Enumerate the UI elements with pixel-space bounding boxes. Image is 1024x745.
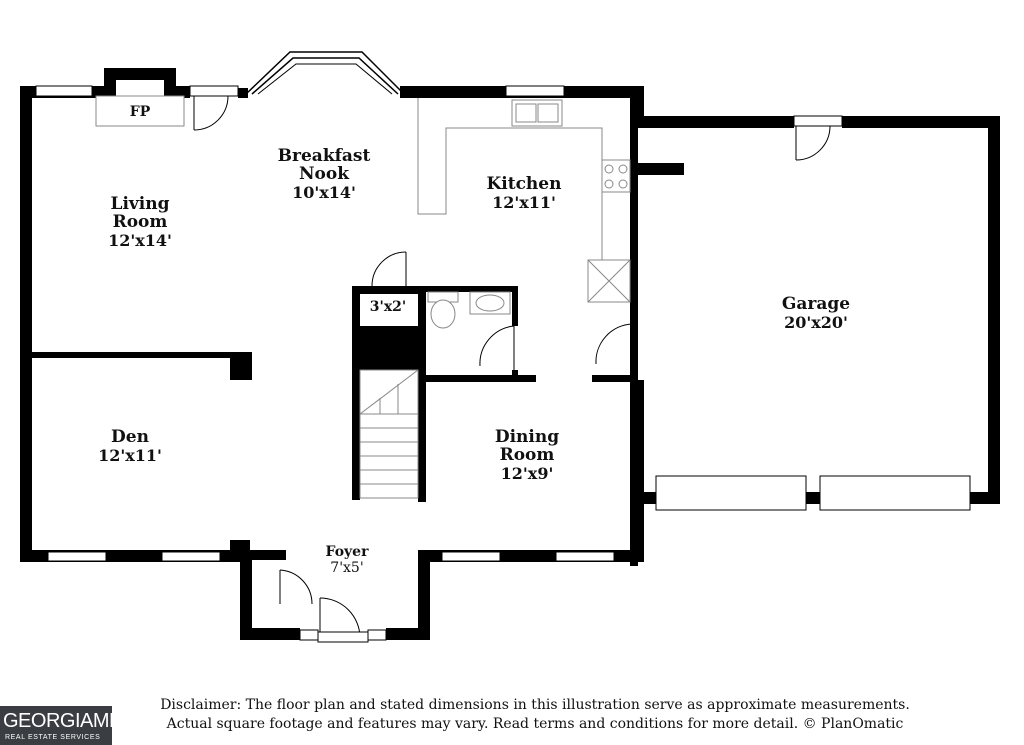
living-room-name-line2: Room (113, 212, 168, 232)
room-label-garage: Garage 20'x20' (782, 294, 850, 332)
breakfast-nook-dims: 10'x14' (292, 183, 356, 202)
logo-word: GEORGIAMLS (3, 710, 133, 732)
dining-room-name-line1: Dining (495, 427, 559, 447)
kitchen-dims: 12'x11' (492, 193, 556, 212)
fireplace (95, 95, 185, 127)
breakfast-nook-name-line1: Breakfast (278, 146, 371, 166)
room-label-fireplace: FP (130, 104, 151, 120)
closet-dims: 3'x2' (370, 299, 406, 315)
disclaimer: Disclaimer: The floor plan and stated di… (130, 696, 940, 734)
bay-window (245, 51, 405, 95)
bath-fixtures (427, 291, 511, 329)
room-label-breakfast: Breakfast Nook 10'x14' (278, 146, 371, 202)
doors (189, 85, 843, 643)
room-label-kitchen: Kitchen 12'x11' (487, 174, 562, 212)
room-label-living: Living Room 12'x14' (108, 194, 172, 250)
disclaimer-line1: Disclaimer: The floor plan and stated di… (160, 697, 910, 713)
kitchen-counters (417, 98, 631, 303)
garage-dims: 20'x20' (784, 313, 848, 332)
living-room-dims: 12'x14' (108, 231, 172, 250)
logo-tagline: REAL ESTATE SERVICES (5, 734, 101, 741)
kitchen-name: Kitchen (487, 174, 562, 194)
walls (20, 68, 1000, 640)
garage-name: Garage (782, 294, 850, 314)
georgiamls-logo: GEORGIAMLS REAL ESTATE SERVICES (0, 706, 133, 745)
dining-room-name-line2: Room (500, 445, 555, 465)
room-label-closet: 3'x2' (370, 299, 406, 315)
windows (35, 85, 971, 641)
stairs (359, 369, 419, 499)
den-dims: 12'x11' (98, 446, 162, 465)
living-room-name-line1: Living (111, 194, 170, 214)
dining-room-dims: 12'x9' (501, 464, 554, 483)
foyer-dims: 7'x5' (330, 560, 363, 576)
room-label-dining: Dining Room 12'x9' (495, 427, 559, 483)
den-name: Den (111, 427, 149, 447)
fireplace-label: FP (130, 104, 151, 120)
room-label-foyer: Foyer 7'x5' (326, 544, 370, 576)
disclaimer-line2: Actual square footage and features may v… (166, 716, 904, 732)
foyer-name: Foyer (326, 544, 370, 560)
room-label-den: Den 12'x11' (98, 427, 162, 465)
breakfast-nook-name-line2: Nook (299, 164, 350, 184)
